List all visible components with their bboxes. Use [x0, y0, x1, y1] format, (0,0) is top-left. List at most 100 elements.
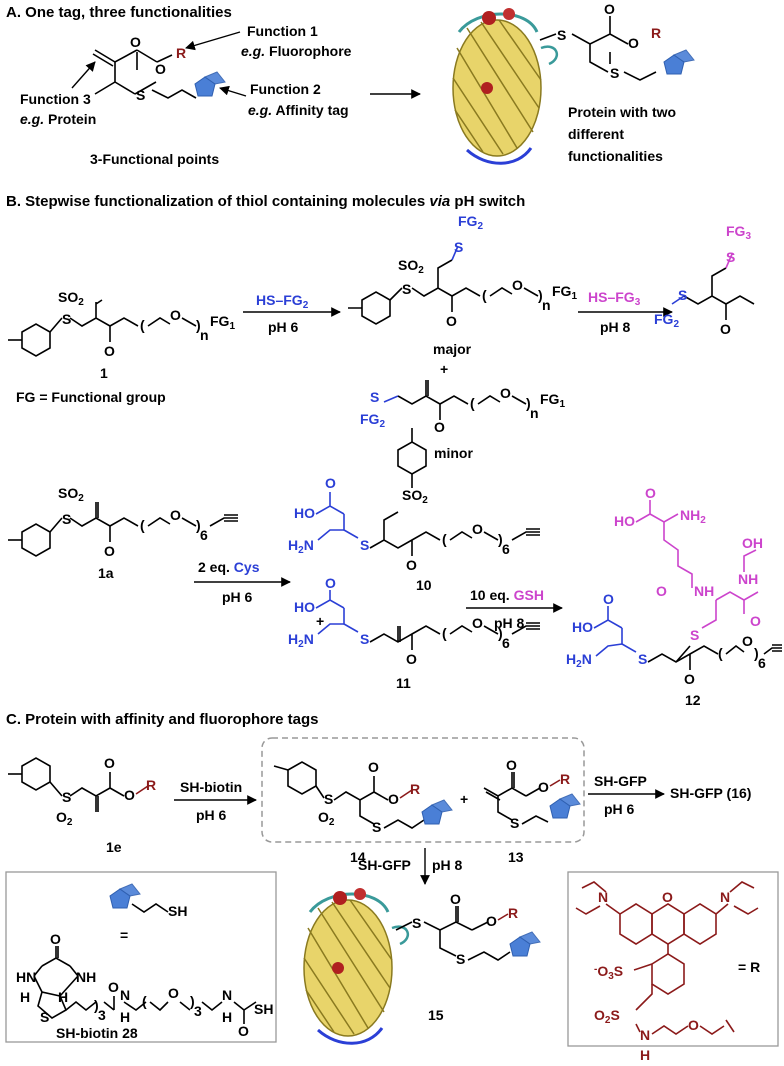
atom-r-a: R [651, 25, 661, 41]
atom-o-peg-10: O [472, 521, 483, 537]
compound-10-structure: HO O H2N S SO2 O ( O ) 6 [288, 428, 540, 573]
compound-11-label: 11 [396, 675, 411, 691]
biotin-icon-14 [421, 799, 453, 825]
atom-o-ester: O [155, 61, 166, 77]
nh-fluor-n: N [640, 1027, 650, 1043]
atom-o-fluor-ether: O [688, 1017, 699, 1033]
reagent-hs-fg2: HS–FG2 [256, 292, 309, 311]
function1-label: Function 1 [247, 23, 318, 39]
atom-o-peg-1a: O [170, 507, 181, 523]
compound-14-structure: S O2 O O R S [273, 759, 453, 835]
atom-s-1a: S [62, 511, 71, 527]
atom-o-amide-b: O [238, 1023, 249, 1039]
s-biotin: S [40, 1009, 49, 1025]
nh2-12: NH2 [680, 507, 706, 526]
sh-legend: SH [168, 903, 187, 919]
compound-14-label: 14 [350, 849, 366, 865]
atom-o-11b: O [406, 651, 417, 667]
h-biotin-b: H [58, 989, 68, 1005]
atom-o-12-amide: O [656, 583, 667, 599]
reagent-sh-biotin: SH-biotin [180, 779, 242, 795]
atom-r: R [176, 45, 186, 61]
nh-12-a: NH [694, 583, 714, 599]
atom-o-15a: O [450, 891, 461, 907]
hn-biotin: HN [16, 969, 36, 985]
plus-b2: + [316, 613, 324, 629]
atom-s-10: S [360, 537, 369, 553]
compound-11-structure: HO O H2N S O ( O ) 6 [288, 575, 540, 667]
atom-s-fg2-final: S [678, 287, 687, 303]
atom-s-major: S [402, 281, 411, 297]
section-b-heading: B. Stepwise functionalization of thiol c… [6, 193, 525, 210]
ho-12-cys: HO [572, 619, 593, 635]
atom-o-14a: O [368, 759, 379, 775]
condition-ph6-c2: pH 6 [604, 801, 635, 817]
peg-close-biotin: ) [190, 993, 195, 1009]
atom-r-14: R [410, 781, 420, 797]
peg-close-major: ) [538, 287, 543, 303]
so2-label-10: SO2 [402, 487, 428, 506]
peg-1a: ( [140, 517, 145, 533]
biotin-legend: SH = [109, 883, 187, 943]
atom-o-peg-major: O [512, 277, 523, 293]
reagent-cys: 2 eq. Cys [198, 559, 260, 575]
fg2-label-major: FG2 [458, 213, 483, 232]
six-sub-1a: 6 [200, 527, 208, 543]
atom-o-1e-a: O [104, 755, 115, 771]
atom-o-a1: O [604, 1, 615, 17]
atom-s-1e: S [62, 789, 71, 805]
n-sub-major: n [542, 297, 551, 313]
ho-11: HO [294, 599, 315, 615]
fg-definition: FG = Functional group [16, 389, 166, 405]
so3-label: -O3S [594, 963, 623, 982]
plus-c1: + [460, 791, 468, 807]
gfp-protein-a [451, 6, 559, 165]
result-line3: functionalities [568, 148, 663, 164]
equals-legend: = [120, 927, 128, 943]
atom-o-major: O [446, 313, 457, 329]
peg-10: ( [442, 531, 447, 547]
n-sub-minor: n [530, 405, 539, 421]
biotin-structure: O HN NH H H S ) 3 O N H ( O ) 3 N H O SH [16, 931, 273, 1039]
function3-example: e.g. Protein [20, 111, 96, 127]
intermediate-box [261, 737, 585, 843]
minor-label: minor [434, 445, 473, 461]
atom-s-a1: S [557, 27, 566, 43]
peg-12: ( [718, 645, 723, 661]
function1-arrow [185, 31, 241, 51]
h-biotin-a: H [20, 989, 30, 1005]
peg-close-10: ) [498, 531, 503, 547]
atom-r-13: R [560, 771, 570, 787]
compound-13-structure: O O R S [483, 757, 581, 831]
n-amide-b: N [222, 987, 232, 1003]
function2-label: Function 2 [250, 81, 321, 97]
function1-example: e.g. Fluorophore [241, 43, 352, 59]
peg-11: ( [442, 625, 447, 641]
h2n-10: H2N [288, 537, 314, 556]
condition-ph6-c1: pH 6 [196, 807, 227, 823]
atom-s-fg3-final: S [726, 249, 735, 265]
peg-close-1a: ) [196, 517, 201, 533]
gfp-protein-c [302, 886, 410, 1045]
atom-s-15a: S [412, 915, 421, 931]
compound-15-structure: S O O R S [395, 891, 541, 967]
compound-12-structure: HO O NH2 O NH NH OH O S HO O H2N S O ( O… [566, 485, 782, 687]
reagent-hs-fg3-text: HS–FG3 [588, 289, 641, 308]
sh-biotin-end: SH [254, 1001, 273, 1017]
condition-ph8-b2: pH 8 [600, 319, 631, 335]
biotin-icon-legend [109, 883, 141, 909]
condition-ph8-c3: pH 8 [432, 857, 463, 873]
atom-o-12-cys: O [603, 591, 614, 607]
biotin-icon-13 [549, 793, 581, 819]
h2n-11: H2N [288, 631, 314, 650]
atom-s-minor: S [370, 389, 379, 405]
bifunctional-product-structure: S FG2 S FG3 O [654, 223, 755, 337]
fg3-final: FG3 [726, 223, 751, 242]
fg1-label-1: FG1 [210, 313, 235, 332]
atom-o-biotin: O [50, 931, 61, 947]
compound-15-label: 15 [428, 1007, 444, 1023]
major-label: major [433, 341, 472, 357]
h-amide-a: H [120, 1009, 130, 1025]
three-sub-b: 3 [194, 1003, 202, 1019]
